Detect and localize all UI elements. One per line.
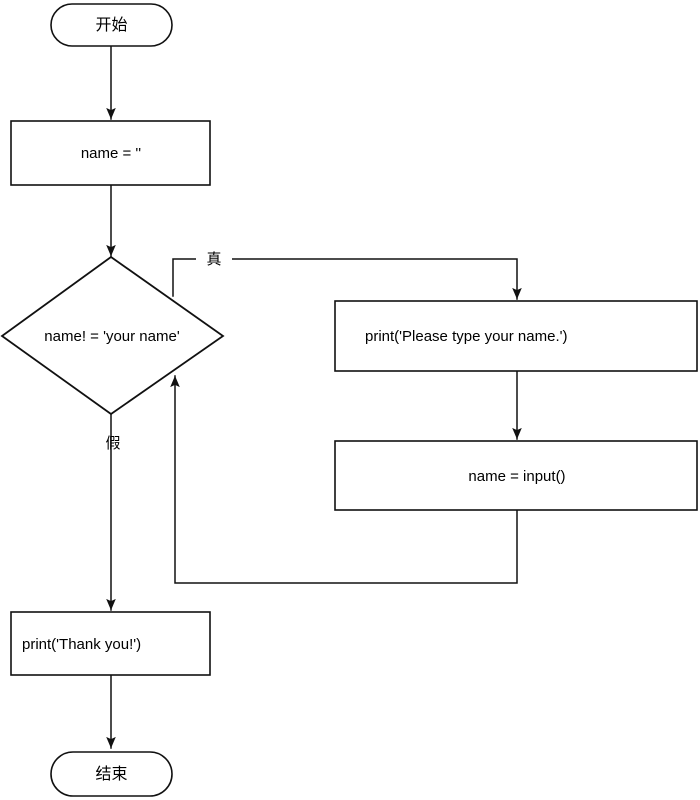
end-terminal-shape xyxy=(50,751,173,797)
print-prompt-box-label: print('Please type your name.') xyxy=(365,328,568,345)
print-thanks-box-label: print('Thank you!') xyxy=(22,636,141,653)
node-end[interactable]: 结束 xyxy=(50,751,173,797)
edge-condition-true-to-print-prompt xyxy=(172,258,522,300)
condition-diamond-label: name! = 'your name' xyxy=(44,328,180,345)
read-input-box-shape xyxy=(334,440,698,511)
node-init-name[interactable]: name = '' xyxy=(10,120,211,186)
init-name-box-shape xyxy=(10,120,211,186)
start-terminal-shape xyxy=(50,3,173,47)
node-print-thanks[interactable]: print('Thank you!') xyxy=(10,611,211,676)
condition-diamond-shape xyxy=(0,255,225,416)
node-print-prompt[interactable]: print('Please type your name.') xyxy=(334,300,698,372)
edge-label-true: 真 xyxy=(206,250,221,268)
edge-read-input-to-condition-loopback xyxy=(170,375,518,584)
true-label-backdrop xyxy=(196,249,232,270)
edge-label-false: 假 xyxy=(105,435,120,452)
init-name-box-label: name = '' xyxy=(81,145,141,162)
node-condition[interactable]: name! = 'your name' xyxy=(0,255,225,416)
node-read-input[interactable]: name = input() xyxy=(334,440,698,511)
start-terminal-label: 开始 xyxy=(95,16,127,34)
print-thanks-box-shape xyxy=(10,611,211,676)
print-prompt-box-shape xyxy=(334,300,698,372)
node-start[interactable]: 开始 xyxy=(50,3,173,47)
end-terminal-label: 结束 xyxy=(95,765,127,783)
read-input-box-label: name = input() xyxy=(468,468,565,485)
